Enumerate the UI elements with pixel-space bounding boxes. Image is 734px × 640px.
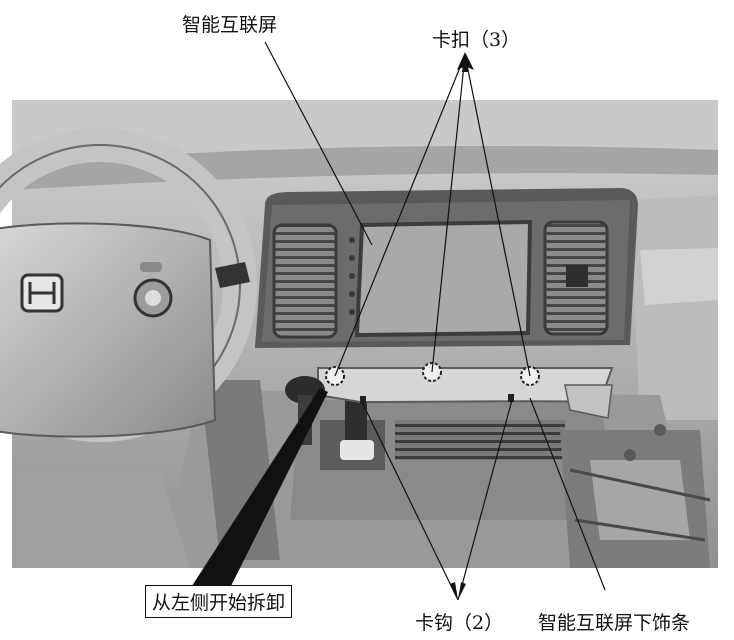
leader-trim bbox=[529, 397, 606, 591]
leader-lines bbox=[264, 41, 606, 601]
hook-arrowheads bbox=[450, 582, 466, 600]
clip-arrowheads bbox=[457, 52, 474, 72]
hook-right-marker bbox=[508, 394, 514, 402]
label-screen: 智能互联屏 bbox=[182, 14, 278, 36]
leader-clip-right bbox=[464, 54, 531, 377]
leader-hook-right bbox=[457, 399, 513, 601]
leader-hook-left bbox=[361, 401, 459, 601]
leader-clip-center bbox=[431, 54, 466, 373]
steering-wheel bbox=[0, 128, 257, 442]
leader-screen bbox=[264, 41, 373, 246]
hook-left-marker bbox=[360, 396, 366, 404]
label-start-here: 从左侧开始拆卸 bbox=[145, 585, 293, 618]
leader-clip-left bbox=[334, 54, 466, 377]
infotainment-screen bbox=[354, 219, 533, 338]
infotainment-unit bbox=[255, 188, 638, 348]
photo-region bbox=[12, 100, 718, 568]
label-trim: 智能互联屏下饰条 bbox=[538, 612, 691, 634]
label-hooks: 卡钩（2） bbox=[415, 612, 504, 634]
label-clips: 卡扣（3） bbox=[432, 29, 521, 51]
start-direction-pointer bbox=[188, 388, 328, 592]
